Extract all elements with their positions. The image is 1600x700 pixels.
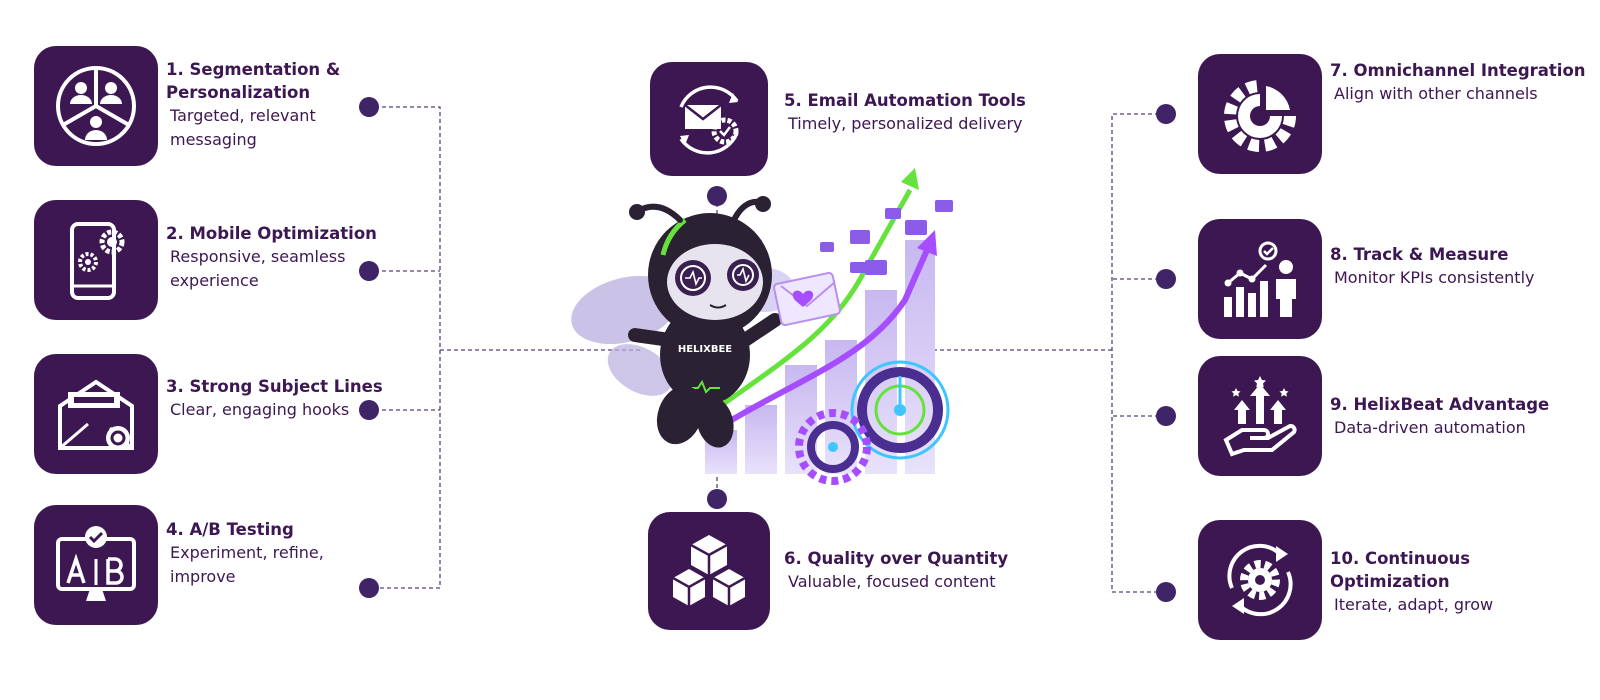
icon-box-5: [650, 62, 768, 176]
cubes-icon: [672, 535, 746, 606]
icon-box-7: [1198, 54, 1322, 174]
bee-mascot: HELIXBEE: [628, 196, 782, 448]
item-1-desc: Targeted, relevant messaging: [170, 106, 316, 149]
icon-box-6: [648, 512, 770, 630]
floating-envelopes: [820, 200, 953, 275]
item-4-title: 4. A/B Testing: [166, 520, 294, 539]
item-7-desc: Align with other channels: [1334, 84, 1538, 103]
analytics-person-icon: [1224, 241, 1296, 317]
item-4-desc: Experiment, refine, improve: [170, 543, 324, 586]
bee-wing-lower: [607, 344, 673, 396]
item-9-title: 9. HelixBeat Advantage: [1330, 395, 1550, 414]
item-7-title: 7. Omnichannel Integration: [1330, 61, 1586, 80]
item-10-desc: Iterate, adapt, grow: [1334, 595, 1494, 614]
item-10-title: 10. Continuous Optimization: [1330, 549, 1471, 591]
connector-dot-10: [1156, 582, 1176, 602]
connector-dot-9: [1156, 406, 1176, 426]
item-1-title: 1. Segmentation & Personalization: [166, 60, 341, 102]
mobile-gears-icon: [70, 222, 125, 300]
icon-box-8: [1198, 219, 1322, 339]
item-8-title: 8. Track & Measure: [1330, 245, 1509, 264]
purple-growth-arrow: [713, 248, 930, 433]
cycle-gear-icon: [1227, 543, 1293, 617]
item-4: 4. A/B Testing Experiment, refine, impro…: [166, 518, 416, 589]
item-5-title: 5. Email Automation Tools: [784, 91, 1026, 110]
item-2-title: 2. Mobile Optimization: [166, 224, 377, 243]
item-3-title: 3. Strong Subject Lines: [166, 377, 383, 396]
item-9-desc: Data-driven automation: [1334, 418, 1526, 437]
icon-box-9: [1198, 356, 1322, 476]
item-5: 5. Email Automation Tools Timely, person…: [784, 89, 1064, 136]
connector-dot-1: [359, 97, 379, 117]
item-3: 3. Strong Subject Lines Clear, engaging …: [166, 375, 416, 422]
item-10: 10. Continuous Optimization Iterate, ada…: [1330, 547, 1592, 617]
subject-envelope-icon: [58, 379, 134, 450]
item-2-desc: Responsive, seamless experience: [170, 247, 346, 290]
gear-integration-icon: [1224, 78, 1298, 152]
dashboard-gears: [795, 360, 950, 485]
item-8-desc: Monitor KPIs consistently: [1334, 268, 1535, 287]
icon-box-1: [34, 46, 158, 166]
connector-dot-3: [359, 400, 379, 420]
green-growth-arrow: [713, 188, 913, 413]
icon-box-2: [34, 200, 158, 320]
icon-box-4: [34, 505, 158, 625]
connector-dot-5: [707, 186, 727, 206]
icon-box-3: [34, 354, 158, 474]
item-7: 7. Omnichannel Integration Align with ot…: [1330, 59, 1592, 106]
item-8: 8. Track & Measure Monitor KPIs consiste…: [1330, 243, 1592, 290]
connector-dot-8: [1156, 269, 1176, 289]
item-5-desc: Timely, personalized delivery: [788, 114, 1023, 133]
connector-dot-7: [1156, 104, 1176, 124]
item-9: 9. HelixBeat Advantage Data-driven autom…: [1330, 393, 1592, 440]
connector-dot-4: [359, 578, 379, 598]
item-6-title: 6. Quality over Quantity: [784, 549, 1009, 568]
heart-envelope: [773, 271, 841, 327]
hand-growth-arrows-icon: [1223, 376, 1297, 457]
icon-box-10: [1198, 520, 1322, 640]
item-1: 1. Segmentation & Personalization Target…: [166, 58, 416, 152]
connector-dot-6: [707, 489, 727, 509]
center-illustration: HELIXBEE: [571, 168, 953, 485]
mascot-shirt-text: HELIXBEE: [678, 344, 732, 355]
item-6-desc: Valuable, focused content: [788, 572, 996, 591]
item-3-desc: Clear, engaging hooks: [170, 400, 350, 419]
ab-test-monitor-icon: [56, 526, 136, 601]
item-6: 6. Quality over Quantity Valuable, focus…: [784, 547, 1064, 594]
email-automation-icon: [679, 85, 739, 155]
segmentation-people-icon: [56, 66, 136, 146]
connector-dot-2: [359, 261, 379, 281]
item-2: 2. Mobile Optimization Responsive, seaml…: [166, 222, 416, 293]
